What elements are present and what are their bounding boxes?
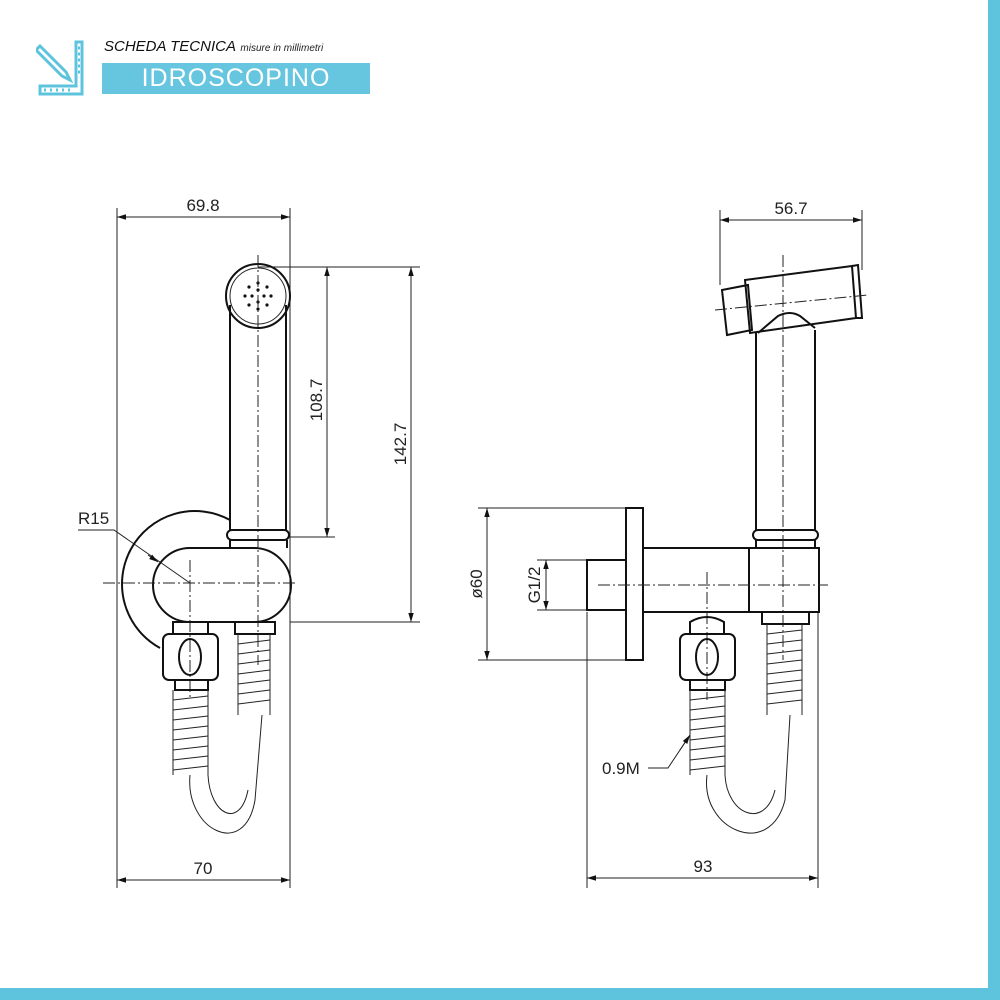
spray-head-side [714, 263, 869, 548]
svg-text:70: 70 [194, 859, 213, 878]
dimension-radius: R15 [78, 509, 191, 584]
svg-text:R15: R15 [78, 509, 109, 528]
units-note: misure in millimetri [240, 43, 324, 54]
dimension-total-height: 142.7 [391, 267, 414, 622]
wall-flange [625, 507, 644, 661]
valve-body [642, 547, 750, 613]
svg-text:ø60: ø60 [467, 569, 486, 598]
holder-body [152, 547, 292, 623]
hose-nut-side [679, 616, 736, 691]
hose-nut-front [162, 621, 219, 691]
dimension-thread: G1/2 [525, 560, 549, 610]
header-title-line: SCHEDA TECNICA misure in millimetri [104, 38, 323, 56]
svg-text:56.7: 56.7 [774, 199, 807, 218]
dimension-flange-diameter: ø60 [467, 508, 490, 660]
holder-block [748, 547, 820, 613]
side-view: 56.7 ø60 G1/2 93 0.9M [467, 199, 869, 888]
hose-outlet-front [234, 621, 276, 635]
svg-text:108.7: 108.7 [307, 379, 326, 422]
ruler-pencil-icon [36, 40, 84, 96]
dimension-head-height: 108.7 [307, 267, 330, 537]
dimension-head-width: 56.7 [720, 199, 862, 223]
dimension-total-depth: 93 [587, 857, 818, 881]
wall-plate [121, 510, 231, 649]
hose-coils-side [689, 624, 803, 834]
svg-text:G1/2: G1/2 [525, 567, 544, 604]
dimension-hose-length: 0.9M [602, 734, 691, 778]
svg-text:142.7: 142.7 [391, 423, 410, 466]
dimension-width-top: 69.8 [117, 196, 290, 220]
svg-text:93: 93 [694, 857, 713, 876]
frame-border-bottom [0, 988, 1000, 1000]
hose-outlet-side [761, 611, 810, 625]
frame-border-right [988, 0, 1000, 1000]
front-view: 69.8 108.7 142.7 70 R15 [78, 196, 420, 888]
svg-text:69.8: 69.8 [186, 196, 219, 215]
dimension-width-bottom: 70 [117, 859, 290, 883]
hose-coils-front [172, 634, 271, 834]
sheet-title: SCHEDA TECNICA [104, 38, 236, 55]
product-name: IDROSCOPINO [102, 63, 370, 94]
svg-text:0.9M: 0.9M [602, 759, 640, 778]
